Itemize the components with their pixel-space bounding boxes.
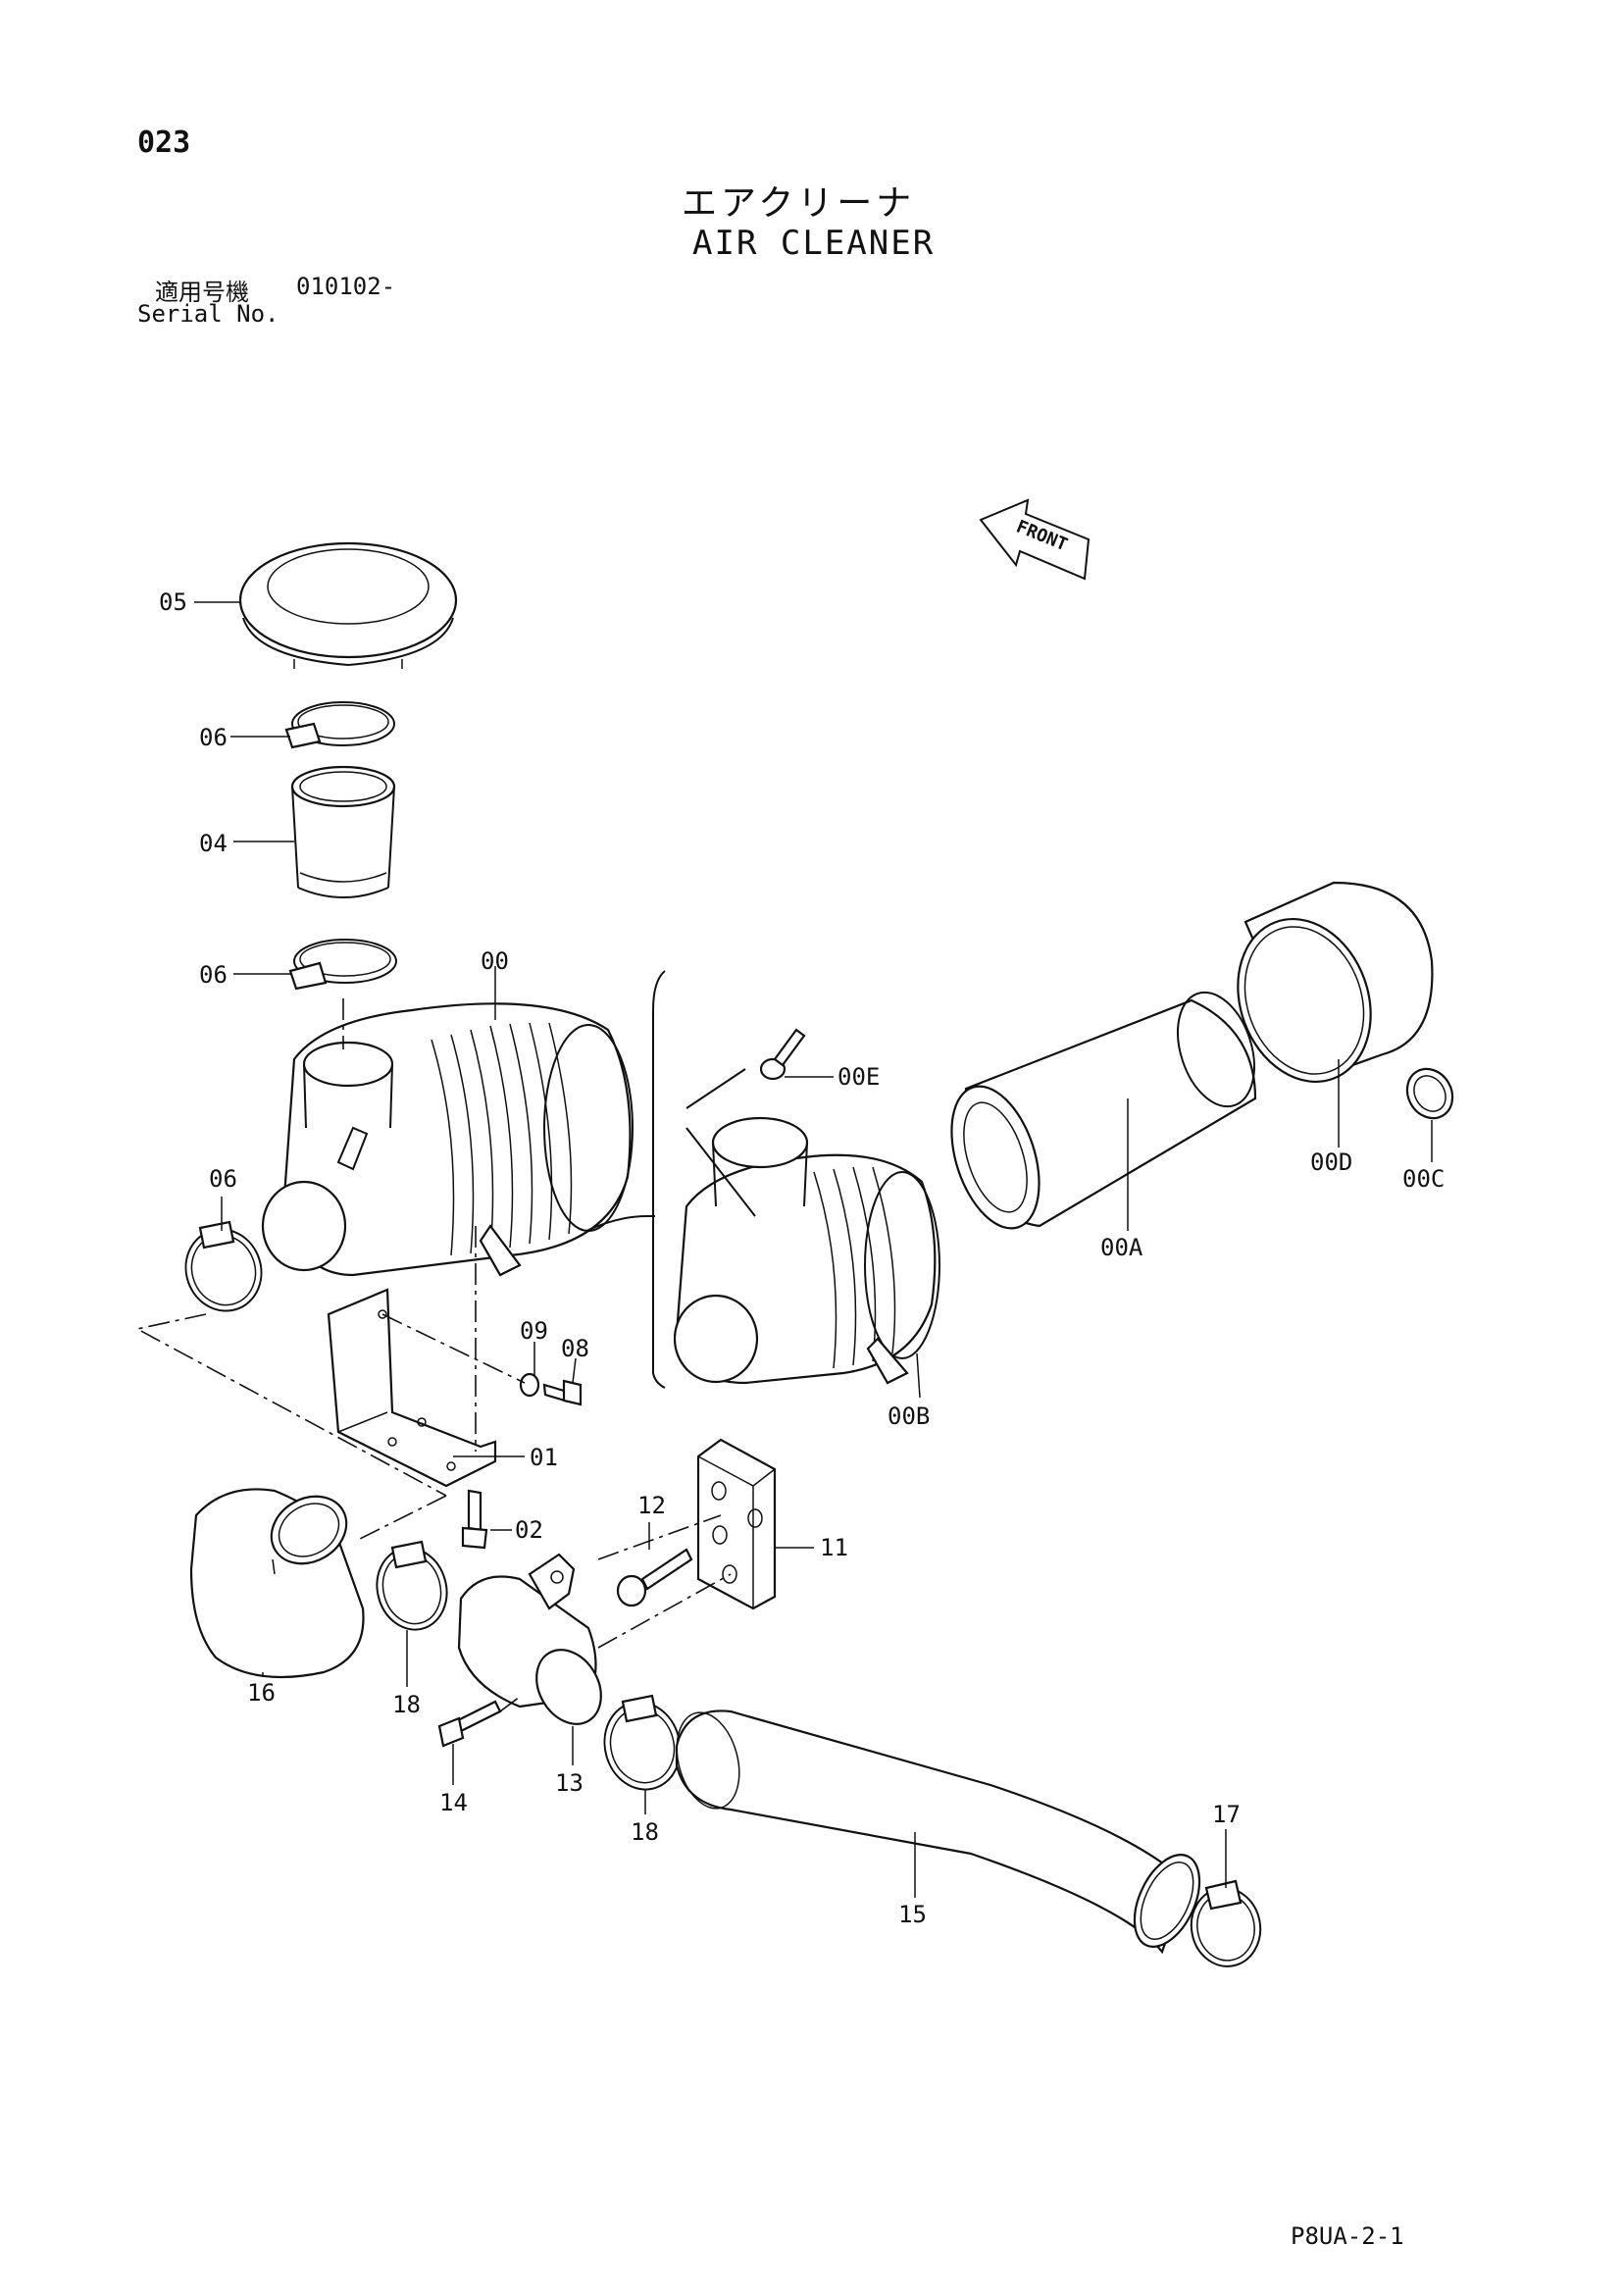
callout-01: 01 xyxy=(530,1444,558,1471)
hose-clamp-06-middle xyxy=(288,939,397,991)
hose-clamp-06-upper xyxy=(284,701,395,749)
callout-11: 11 xyxy=(820,1534,848,1561)
serial-label: Serial No. xyxy=(137,300,279,328)
callout-17: 17 xyxy=(1212,1801,1241,1828)
pre-cleaner-tube-04 xyxy=(290,765,396,898)
callout-06-lower: 06 xyxy=(209,1165,237,1193)
callout-labels: 05 06 04 06 00 06 09 08 01 02 00E 00A 00… xyxy=(159,588,1445,1928)
evacuator-valve-00C xyxy=(1405,1067,1454,1120)
callout-15: 15 xyxy=(898,1901,927,1928)
front-arrow-label: FRONT xyxy=(1013,517,1070,556)
bolt-12 xyxy=(616,1548,693,1607)
callout-00E: 00E xyxy=(837,1063,880,1091)
elbow-hose-16 xyxy=(189,1488,365,1679)
washer-09 xyxy=(519,1372,540,1398)
callout-18-right: 18 xyxy=(631,1818,659,1846)
callout-09: 09 xyxy=(520,1317,548,1345)
callout-16: 16 xyxy=(247,1679,276,1707)
hose-clamp-06-lower xyxy=(184,1220,263,1312)
callout-05: 05 xyxy=(159,588,187,616)
hose-clamp-17 xyxy=(1190,1879,1262,1967)
mounting-bracket-01 xyxy=(327,1288,497,1488)
long-hose-15 xyxy=(675,1709,1201,1955)
callout-leaders xyxy=(194,601,1433,1898)
callout-00C: 00C xyxy=(1402,1165,1445,1193)
housing-00B xyxy=(673,1116,940,1385)
filter-element-00A xyxy=(950,991,1257,1230)
bolt-08 xyxy=(542,1379,583,1406)
callout-18-left: 18 xyxy=(392,1691,421,1718)
air-cleaner-assembly-00 xyxy=(261,1002,634,1277)
adapter-pipe-13 xyxy=(457,1553,602,1725)
hose-clamp-18-right xyxy=(603,1694,682,1791)
rain-cap-05 xyxy=(238,541,458,669)
serial-label-japanese: 適用号機 xyxy=(155,279,249,306)
callout-00A: 00A xyxy=(1100,1234,1143,1261)
sheet-code: P8UA-2-1 xyxy=(1291,2222,1404,2250)
callout-14: 14 xyxy=(439,1789,468,1816)
callout-00D: 00D xyxy=(1310,1148,1352,1176)
callout-00: 00 xyxy=(481,947,509,975)
callout-06-middle: 06 xyxy=(199,961,228,989)
serial-number-value: 010102- xyxy=(296,273,396,300)
callout-00B: 00B xyxy=(888,1403,930,1430)
callout-06-upper: 06 xyxy=(199,724,228,751)
mount-block-11 xyxy=(696,1438,777,1610)
bolt-14 xyxy=(437,1700,502,1748)
callout-04: 04 xyxy=(199,830,228,857)
page-title-japanese: エアクリーナ xyxy=(682,183,916,224)
front-direction-arrow: FRONT xyxy=(979,498,1091,581)
page-number: 023 xyxy=(137,126,191,160)
bolt-02 xyxy=(461,1489,488,1550)
assembly-alignment-lines xyxy=(134,998,756,1712)
callout-02: 02 xyxy=(515,1516,543,1544)
cover-00D xyxy=(1237,881,1434,1084)
restriction-indicator-00E xyxy=(759,1028,806,1081)
callout-08: 08 xyxy=(561,1335,589,1362)
callout-13: 13 xyxy=(555,1769,584,1797)
hose-clamp-18-left xyxy=(376,1540,448,1631)
callout-12: 12 xyxy=(637,1492,666,1519)
detail-group-bracket xyxy=(652,970,666,1389)
page-title: AIR CLEANER xyxy=(692,224,936,263)
